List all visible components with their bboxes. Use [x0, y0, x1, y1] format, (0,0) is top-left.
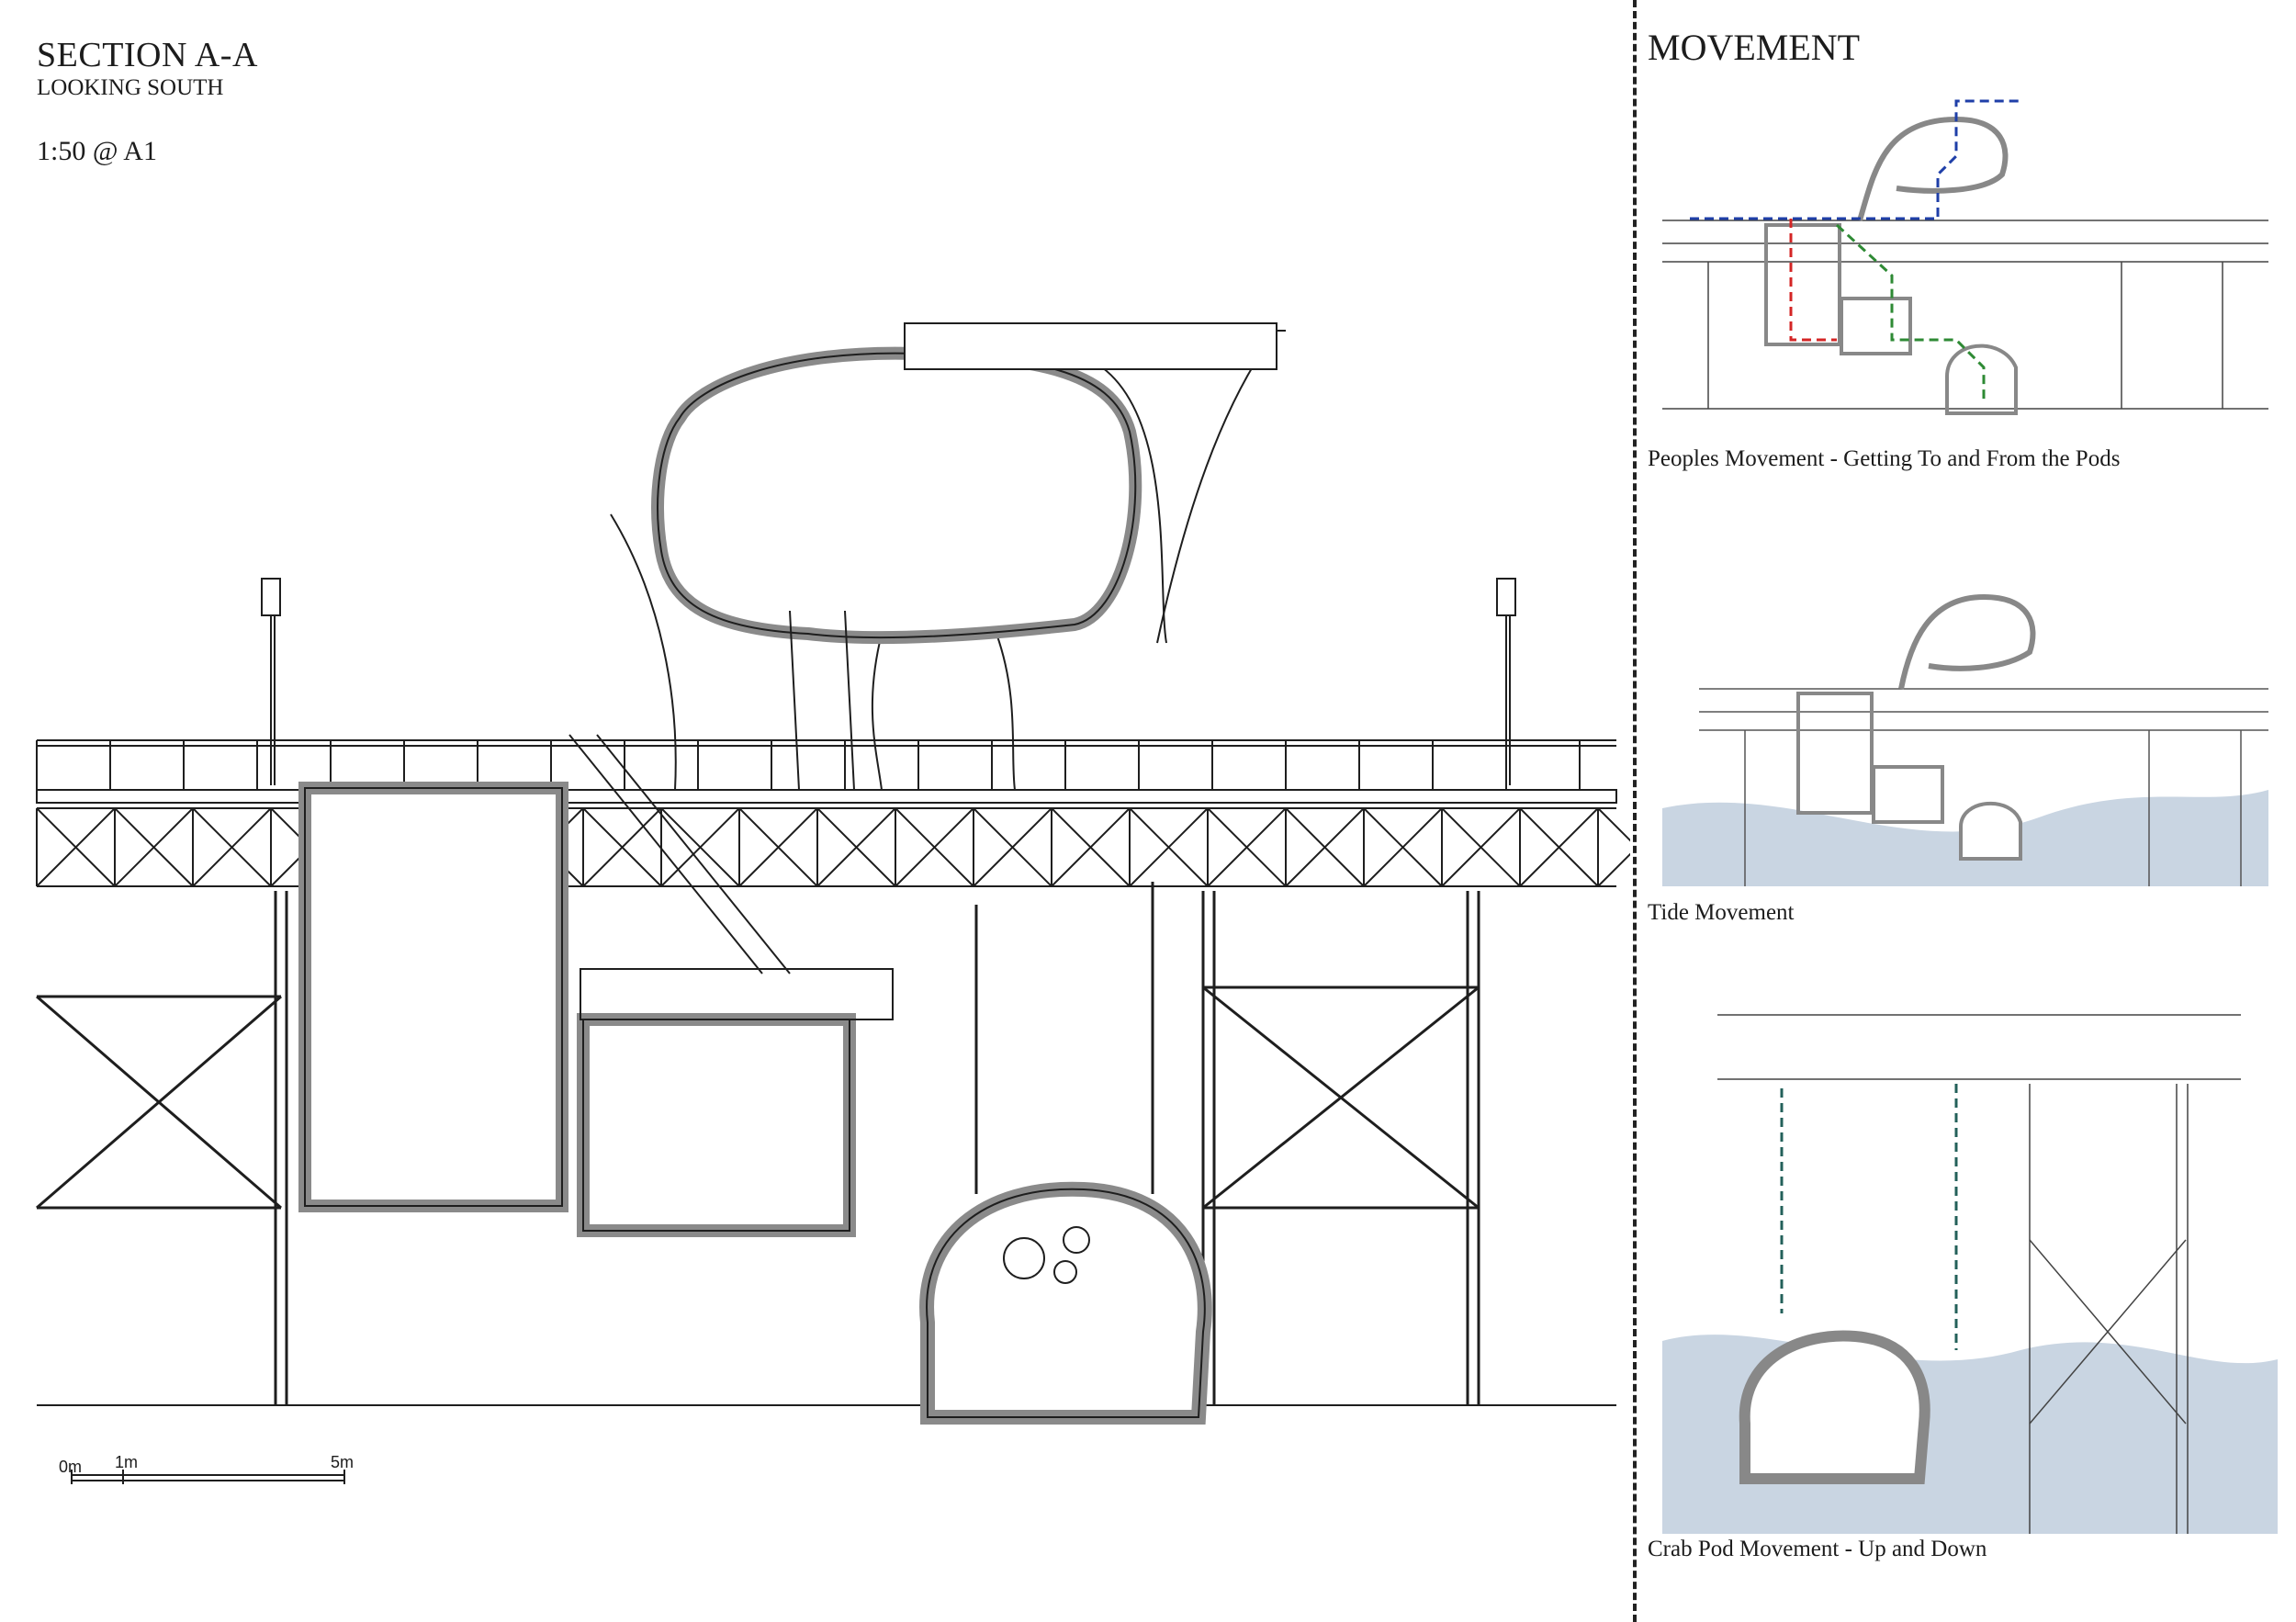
caption-crab-pod-movement: Crab Pod Movement - Up and Down — [1648, 1537, 1987, 1561]
section-drawing — [36, 322, 1630, 1484]
scale-label-1: 1m — [115, 1453, 139, 1471]
pier-truss — [36, 807, 1630, 887]
path-blue — [1690, 99, 2020, 220]
kitchen-pod — [298, 782, 568, 1212]
caption-tide-movement: Tide Movement — [1648, 900, 1795, 925]
path-green — [1835, 223, 1986, 404]
bedroom-pod — [577, 1013, 856, 1237]
panel-divider — [1633, 0, 1637, 1622]
scale-label-0: 0m — [59, 1458, 83, 1476]
section-subtitle: LOOKING SOUTH — [37, 75, 224, 100]
movement-diagram-tide — [1662, 593, 2268, 886]
upper-pod-shell — [651, 346, 1142, 645]
roof-deck — [904, 322, 1277, 370]
section-title: SECTION A-A — [37, 36, 258, 74]
balcony-platform — [580, 968, 894, 1020]
movement-diagram-people — [1662, 99, 2268, 415]
scale-bar — [71, 1470, 345, 1484]
pier-legs — [36, 891, 1480, 1405]
scale-label-5: 5m — [331, 1453, 355, 1471]
movement-diagram-crab-pod — [1662, 1014, 2278, 1534]
stair-flight — [568, 734, 791, 974]
drawing-scale: 1:50 @ A1 — [37, 136, 157, 166]
upper-pod-legs — [610, 330, 1286, 791]
lamp-post — [261, 578, 1516, 785]
movement-heading: MOVEMENT — [1648, 27, 1861, 68]
caption-people-movement: Peoples Movement - Getting To and From t… — [1648, 446, 2121, 471]
crab-pod — [919, 1181, 1212, 1425]
path-red — [1789, 219, 1837, 342]
